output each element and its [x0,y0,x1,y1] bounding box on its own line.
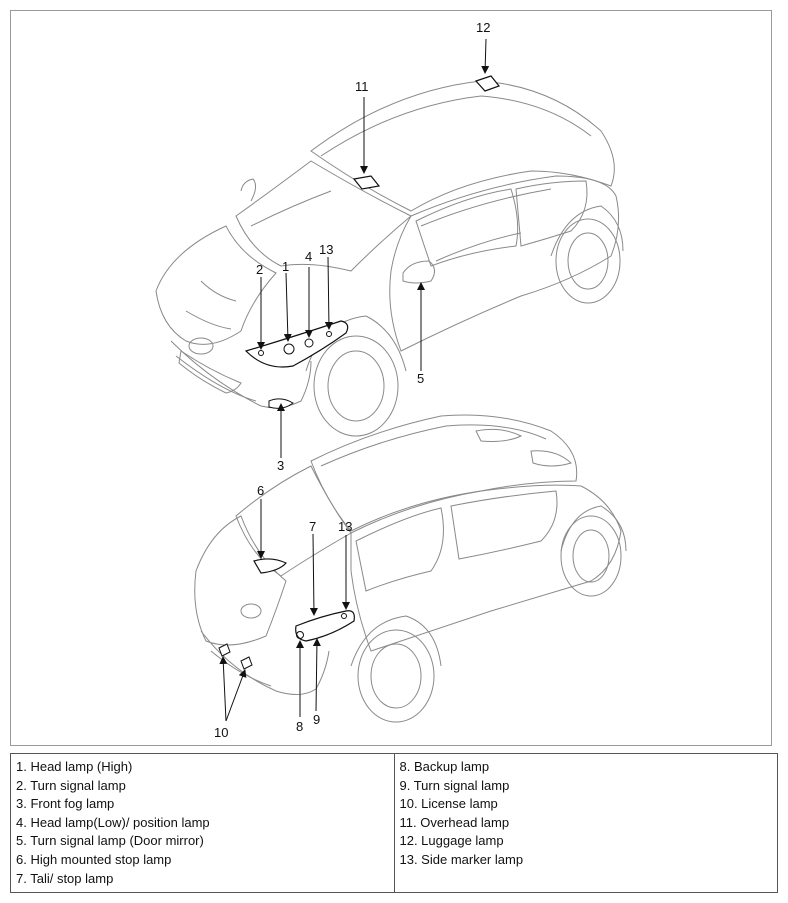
high-mounted-stop-lamp [253,558,287,574]
callout-1: 1 [282,259,289,274]
front-view-car [155,80,624,437]
callout-9: 9 [313,712,320,727]
callout-3: 3 [277,458,284,473]
legend-item: 7. Tali/ stop lamp [16,870,114,886]
legend-item: 8. Backup lamp [399,759,490,774]
overhead-lamp [352,175,381,190]
legend-item: 12. Luggage lamp [399,833,504,849]
callout-leaders [219,38,490,722]
rear-combination-lamp [295,610,355,642]
callout-8: 8 [296,719,303,734]
legend-item: 4. Head lamp(Low)/ position lamp [16,814,210,830]
legend-right-column: 8. Backup lamp 9. Turn signal lamp 10. L… [393,752,778,894]
callout-7: 7 [309,519,316,534]
luggage-lamp [474,75,500,92]
legend-item: 5. Turn signal lamp (Door mirror) [16,833,204,849]
car-lamp-diagram: 12 11 2 1 4 13 5 3 6 7 13 8 9 10 [155,20,627,740]
legend-table: 1. Head lamp (High) 2. Turn signal lamp … [10,752,778,894]
legend-item: 3. Front fog lamp [16,796,115,812]
callout-labels: 12 11 2 1 4 13 5 3 6 7 13 8 9 10 [214,20,490,740]
callout-10: 10 [214,725,228,740]
callout-6: 6 [257,483,264,498]
callout-4: 4 [305,249,312,264]
rear-view-car [194,414,627,723]
legend-item: 6. High mounted stop lamp [16,851,172,867]
callout-12: 12 [476,20,490,35]
legend-item: 10. License lamp [399,796,498,812]
legend-item: 1. Head lamp (High) [16,759,133,774]
callout-2: 2 [256,262,263,277]
callout-13-front: 13 [319,242,333,257]
legend-item: 2. Turn signal lamp [16,777,126,793]
legend-left-column: 1. Head lamp (High) 2. Turn signal lamp … [10,752,395,894]
callout-11: 11 [355,79,369,94]
callout-13-rear: 13 [338,519,352,534]
legend-item: 9. Turn signal lamp [399,777,510,793]
legend-item: 11. Overhead lamp [399,814,510,830]
callout-5: 5 [417,371,424,386]
figure-frame: 12 11 2 1 4 13 5 3 6 7 13 8 9 10 [10,10,772,746]
license-lamp-left [218,643,231,657]
legend-item: 13. Side marker lamp [399,851,524,867]
front-headlamp-assembly [244,320,349,368]
license-lamp-right [240,656,253,670]
